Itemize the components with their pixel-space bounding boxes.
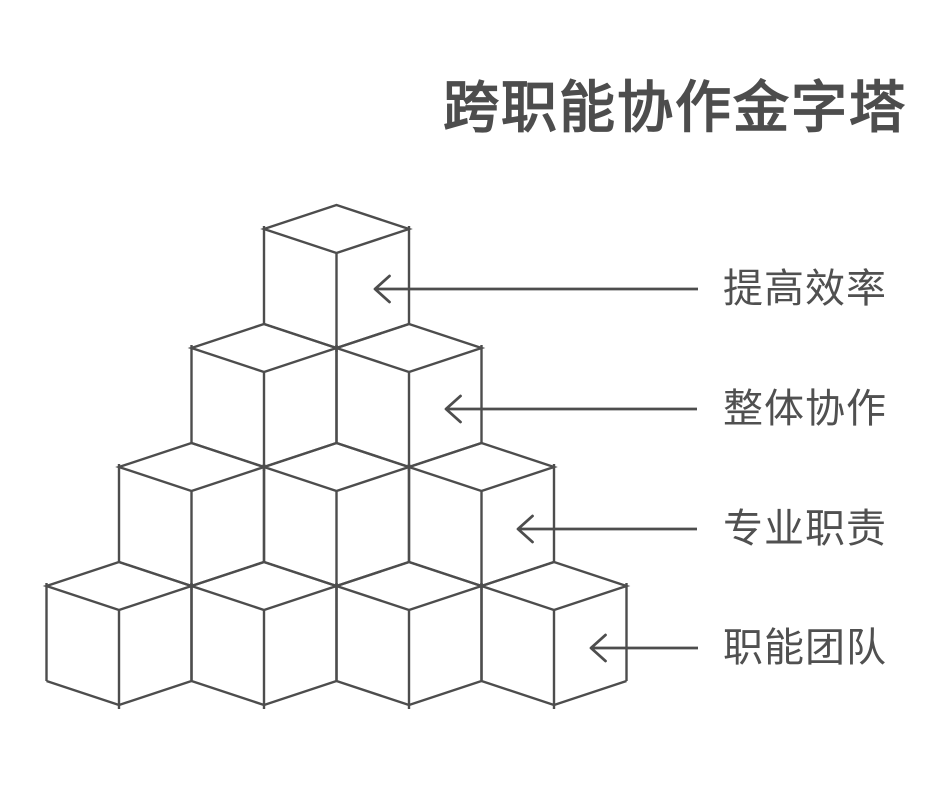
label-professional-duties: 专业职责: [723, 507, 887, 551]
left-arrowhead-icon: [373, 274, 391, 304]
cube-row1-1: [260, 203, 413, 352]
label-arrow: [589, 633, 698, 663]
label-functional-teams: 职能团队: [723, 626, 887, 670]
page-title: 跨职能协作金字塔: [443, 76, 907, 139]
left-arrowhead-icon: [589, 633, 607, 663]
cube-row4-3: [332, 560, 486, 709]
cube-row4-2: [187, 560, 341, 709]
cube-row4-4: [477, 560, 631, 709]
cube-row3-3: [405, 441, 558, 590]
label-overall-collaboration: 整体协作: [723, 387, 887, 431]
label-arrow: [516, 514, 697, 544]
label-arrow: [444, 394, 697, 424]
cube-row4-1: [42, 560, 196, 709]
label-arrow: [373, 274, 698, 304]
left-arrowhead-icon: [444, 394, 462, 424]
label-improve-efficiency: 提高效率: [723, 267, 887, 311]
cube-row2-2: [332, 322, 486, 471]
left-arrowhead-icon: [516, 514, 534, 544]
